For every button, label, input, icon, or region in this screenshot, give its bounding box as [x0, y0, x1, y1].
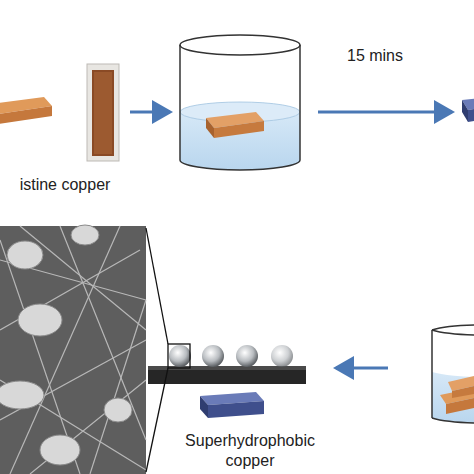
text-label: 15 mins: [335, 46, 415, 66]
process-arrow: [318, 111, 452, 114]
zoom-lines: [146, 228, 190, 472]
process-arrow: [336, 367, 388, 370]
treated-bar: [200, 392, 264, 418]
treated-bar: [462, 98, 474, 122]
beaker: [180, 35, 300, 170]
droplet-photo: [148, 345, 306, 384]
copper-photo: [87, 64, 119, 161]
text-label: istine copper: [0, 175, 130, 195]
sem-image: [0, 225, 146, 474]
beaker: [432, 325, 474, 423]
copper-bar: [0, 97, 52, 124]
text-label: Superhydrophobic copper: [175, 431, 325, 471]
process-arrow: [130, 111, 170, 114]
